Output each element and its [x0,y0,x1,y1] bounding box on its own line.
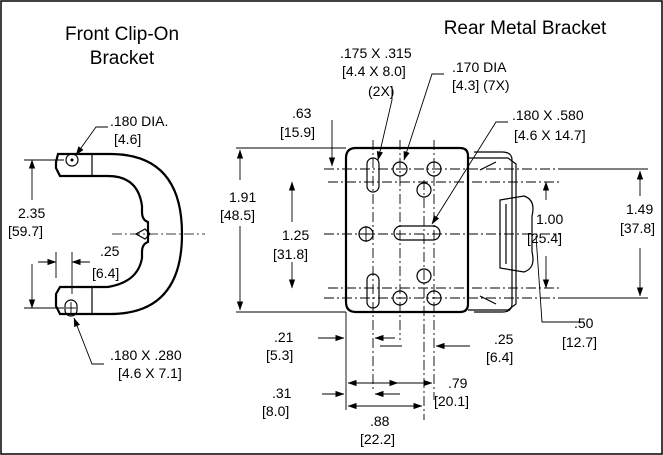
rear-dim-21: .21 [274,329,294,345]
rear-dim-50-mm: [12.7] [562,334,597,350]
rear-dim-31: .31 [272,385,292,401]
rear-dim-63: .63 [292,105,312,121]
rear-dim-149-mm: [37.8] [620,220,655,236]
rear-slot-small-label: .175 X .315 [340,45,412,61]
front-offset-mm: [6.4] [92,265,119,281]
front-hole-dia-label: .180 DIA. [110,113,168,129]
clip-outline [54,152,184,316]
rear-slot-large-mm: [4.6 X 14.7] [514,127,586,143]
rear-dim-125-mm: [31.8] [273,246,308,262]
rear-slot-small-mm: [4.4 X 8.0] [342,63,406,79]
rear-dim-100: 1.00 [536,211,563,227]
rear-dim-79: .79 [448,375,468,391]
rear-slot-large-label: .180 X .580 [512,107,584,123]
front-title-line2: Bracket [90,48,155,69]
rear-dim-88: .88 [370,413,390,429]
rear-center-lines [324,140,620,420]
rear-flange [468,157,517,311]
rear-plate [344,146,470,314]
rear-dim-100-mm: [25.4] [527,230,562,246]
front-clip-on-bracket [24,126,205,365]
front-offset-label: .25 [100,243,120,259]
rear-hole-dia-mm: [4.3] (7X) [452,77,510,93]
front-top-hole [65,153,79,167]
rear-dim-50: .50 [574,315,594,331]
front-title-line1: Front Clip-On [65,24,179,45]
front-slot-mm: [4.6 X 7.1] [118,365,182,381]
front-slot-label: .180 X .280 [110,347,182,363]
rear-clip-tab [499,195,534,273]
rear-dim-25: .25 [494,331,514,347]
rear-dim-25-mm: [6.4] [486,349,513,365]
front-hole-dia-mm: [4.6] [114,131,141,147]
rear-slot-small-qty: (2X) [368,83,394,99]
front-height-label: 2.35 [18,205,45,221]
front-height-mm: [59.7] [8,223,43,239]
rear-center-slot [393,225,441,241]
rear-metal-bracket [236,73,648,420]
rear-dim-149: 1.49 [626,201,653,217]
rear-dim-191: 1.91 [229,189,256,205]
rear-dim-79-mm: [20.1] [434,393,469,409]
rear-dim-63-mm: [15.9] [280,124,315,140]
rear-dim-191-mm: [48.5] [220,207,255,223]
rear-dim-21-mm: [5.3] [266,347,293,363]
rear-dim-125: 1.25 [282,227,309,243]
rear-title: Rear Metal Bracket [444,18,607,39]
front-bottom-slot [64,299,78,317]
rear-dim-88-mm: [22.2] [360,431,395,447]
rear-hole-dia-label: .170 DIA [452,59,507,75]
rear-dim-31-mm: [8.0] [262,403,289,419]
